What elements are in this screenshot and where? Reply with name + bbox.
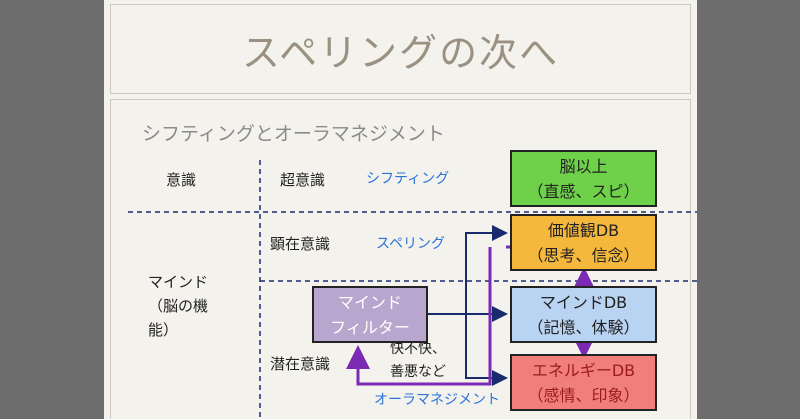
- content-frame: [110, 99, 691, 419]
- technique-spelling: スペリング: [376, 236, 446, 252]
- label-subconscious: 潜在意識: [270, 355, 331, 373]
- box-mind-filter: マインド フィルター: [312, 286, 428, 343]
- label-consciousness: 意識: [166, 171, 197, 189]
- box-mind-db: マインドDB （記憶、体験）: [510, 286, 657, 343]
- technique-aura-management: オーラマネジメント: [374, 392, 500, 408]
- arrow-filter-to-values-db: [465, 225, 508, 314]
- page-subtitle: シフティングとオーラマネジメント: [142, 123, 445, 145]
- arrow-filter-to-energy-db: [465, 314, 508, 386]
- label-mind-brain-function: マインド （脳の機 能）: [148, 273, 209, 339]
- title-frame: [110, 4, 691, 94]
- diagram-lines: [128, 160, 697, 419]
- page-title: スペリングの次へ: [241, 31, 560, 75]
- filter-criteria-note: 快不快、 善悪など: [390, 341, 446, 380]
- box-values-db: 価値観DB （思考、信念）: [510, 214, 657, 271]
- label-superconscious: 超意識: [280, 171, 326, 189]
- slide: スペリングの次へ シフティングとオーラマネジメント 意識 マインド （脳の機 能…: [104, 0, 697, 419]
- box-beyond-brain: 脳以上 （直感、スピ）: [510, 150, 657, 207]
- label-conscious: 顕在意識: [270, 235, 331, 253]
- arrow-aura-management: [346, 247, 492, 386]
- box-energy-db: エネルギーDB （感情、印象）: [510, 354, 657, 411]
- technique-shifting: シフティング: [366, 171, 450, 187]
